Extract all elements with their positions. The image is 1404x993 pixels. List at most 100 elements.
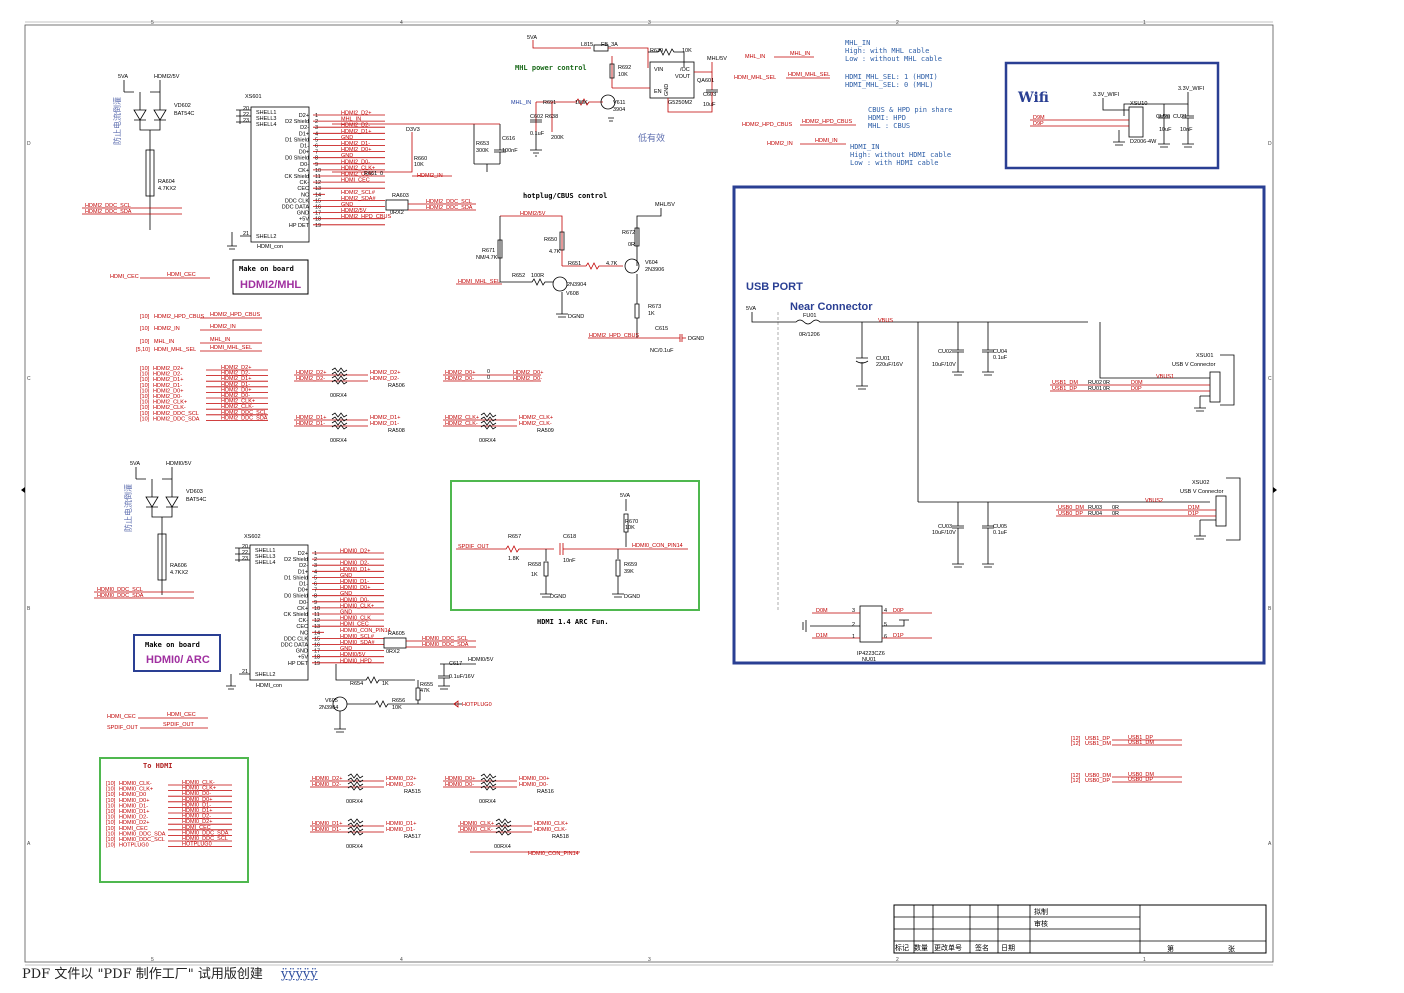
value-label: 10uF/10V [932, 530, 956, 536]
svg-text:4: 4 [884, 608, 887, 614]
pin-number: 15 [315, 198, 321, 204]
footer-link[interactable]: ÿÿÿÿÿ [280, 967, 318, 982]
resistor-array [145, 149, 155, 197]
title-cell: 签名 [975, 943, 989, 952]
resistor-networks-top: HDMI2_D2+HDMI2_D2-HDMI2_D2+HDMI2_D2-RA50… [294, 367, 554, 444]
value-label: 3904 [613, 107, 625, 113]
net-label: HDMI0/5V [340, 652, 366, 658]
net-label: D0P [893, 608, 904, 614]
pin-number: 9 [314, 600, 317, 606]
ref-label: VD603 [186, 489, 203, 495]
ref-label: CU05 [993, 524, 1007, 530]
value-label: 0R [1112, 511, 1119, 517]
port-label: HDMI_CEC [110, 274, 139, 280]
pin-number: 5 [314, 575, 317, 581]
col-mark: 2 [896, 20, 899, 26]
note-line: Low : without MHL cable [845, 55, 942, 63]
port-label: HDMI2_D1+ [153, 377, 183, 383]
port-ref: [10] [140, 339, 150, 345]
ref-label: RU01 [1088, 386, 1102, 392]
pin-label: D0 Shield [284, 594, 308, 600]
pin-label: D0+ [298, 588, 308, 594]
port-ref: [10] [106, 781, 116, 787]
port-ref: [10] [106, 787, 116, 793]
port-label: USB1_DM [1085, 741, 1111, 747]
port-label: HDMI2_D0+ [153, 388, 183, 394]
net-label: D0P [1131, 386, 1142, 392]
ref-label: XS601 [245, 94, 262, 100]
net-label: 5VA [746, 306, 756, 312]
net-label: HDMI0_DDC_SDA [182, 830, 229, 836]
port-ref: [12] [1071, 736, 1081, 742]
pin-number: 10 [315, 168, 321, 174]
net-label: 5VA [527, 35, 537, 41]
net-label: HDMI0_SCL# [340, 634, 375, 640]
value-label: 0RX2 [390, 210, 404, 216]
net-label: HDMI2_D0- [445, 376, 474, 382]
ref-label: R670 [625, 519, 638, 525]
pin-number: 7 [314, 588, 317, 594]
net-label: HDMI2_SDA# [341, 196, 376, 202]
port-label: HDMI0_DDC_SDA [119, 831, 166, 837]
pin-label: SHELL4 [255, 560, 276, 566]
title-cell: 张 [1228, 944, 1235, 953]
net-label: HDMI2_D2- [221, 371, 250, 377]
pin-number: 19 [314, 661, 320, 667]
value-label: 1K [531, 572, 538, 578]
net-label: DGND [688, 336, 704, 342]
net-label: HDMI2/5V [520, 211, 546, 217]
net-label: USB0_DP [1058, 511, 1083, 517]
ref-label: R650 [544, 237, 557, 243]
col-mark: 4 [400, 20, 403, 26]
port-ref: [10] [106, 792, 116, 798]
ref-label: R655 [420, 682, 433, 688]
port-label: HDMI_CEC [107, 714, 136, 720]
net-label: MHL_IN [210, 337, 230, 343]
usb-connector-2 [1215, 495, 1227, 527]
value-label: 0R [1103, 380, 1110, 386]
value-label: 2N3904 [567, 282, 586, 288]
net-label: HDMI2_HPD_CBUS [341, 214, 391, 220]
net-label: USB1_DP [1128, 735, 1153, 741]
wifi-title: Wifi [1017, 90, 1049, 106]
value-label: 1K [648, 311, 655, 317]
ref-label: RA508 [388, 428, 405, 434]
value-label: 00RX4 [346, 799, 363, 805]
net-label: GND [341, 202, 353, 208]
note-line: High: with MHL cable [845, 47, 929, 55]
col-mark: 3 [648, 957, 651, 963]
value-label: NM/4.7K [476, 255, 498, 261]
value-label: 220uF/16V [876, 362, 903, 368]
resistor-networks-bottom: HDMI0_D2+HDMI0_D2-HDMI0_D2+HDMI0_D2-RA51… [310, 773, 569, 850]
power-switch-ic [649, 61, 695, 99]
ref-label: R661 [364, 171, 377, 177]
value-label: 10K [392, 705, 402, 711]
net-label: HDMI2_D0+ [221, 387, 251, 393]
value-label: G5250M2 [668, 100, 692, 106]
net-label: VBUS1 [1156, 374, 1174, 380]
pin-number: 7 [315, 150, 318, 156]
net-label: GND [340, 646, 352, 652]
note-line: MHL : CBUS [868, 122, 910, 130]
title-cell: 拟制 [1034, 907, 1048, 916]
net-label: HDMI2_D2+ [221, 365, 251, 371]
pin-number: 16 [315, 205, 321, 211]
net-label: HDMI2_HPD_CBUS [210, 312, 260, 318]
value-label: NC/0.1uF [650, 348, 674, 354]
pin-label: SHELL2 [256, 234, 277, 240]
port-label: MHL_IN [745, 54, 765, 60]
ref-label: R656 [392, 698, 405, 704]
net-label: HDMI0_D2- [312, 782, 341, 788]
col-mark: 3 [648, 20, 651, 26]
net-label: HDMI2_D1- [370, 421, 399, 427]
net-label: HDMI_MHL_SEL [458, 279, 500, 285]
pin-number: 11 [314, 612, 320, 618]
net-label: HDMI0_CLK+ [460, 821, 494, 827]
port-ref: [10] [106, 837, 116, 843]
note-line: MHL_IN [845, 39, 870, 47]
ref-label: R692 [618, 65, 631, 71]
net-label: HDMI0_D0+ [340, 585, 370, 591]
value-label: 2N3906 [645, 267, 664, 273]
net-label: HDMI2_CLK+ [221, 399, 255, 405]
net-label: HDMI0_DDC_SCL [182, 836, 228, 842]
